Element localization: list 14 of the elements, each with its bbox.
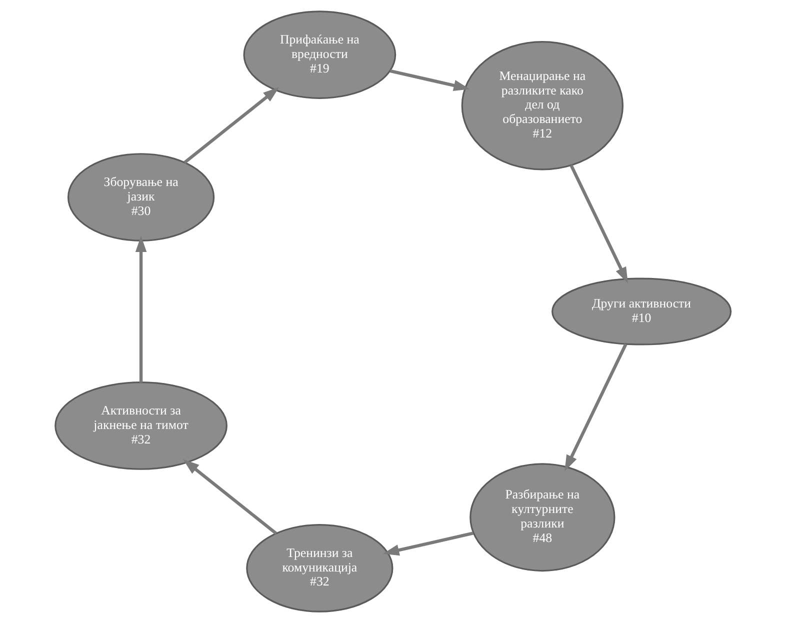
node-ellipse: Активности за јакнење на тимот #32 [54, 382, 228, 470]
arrow [382, 532, 474, 556]
arrow [570, 164, 628, 284]
node-ellipse: Разбирање на културните разлики #48 [470, 463, 616, 572]
node-ellipse: Прифаќање на вредности #19 [243, 10, 396, 99]
node-ellipse: Зборување на јазик #30 [67, 153, 215, 242]
arrow [390, 69, 470, 91]
arrow [183, 459, 278, 535]
arrow [184, 87, 280, 164]
node-ellipse: Други активности #10 [552, 278, 732, 346]
arrow [564, 343, 628, 472]
node-ellipse: Менаџирање на разликите како дел од образованието #12 [461, 41, 624, 170]
node-ellipse: Тренинзи за комуникација #32 [246, 524, 394, 612]
arrow [135, 236, 147, 382]
